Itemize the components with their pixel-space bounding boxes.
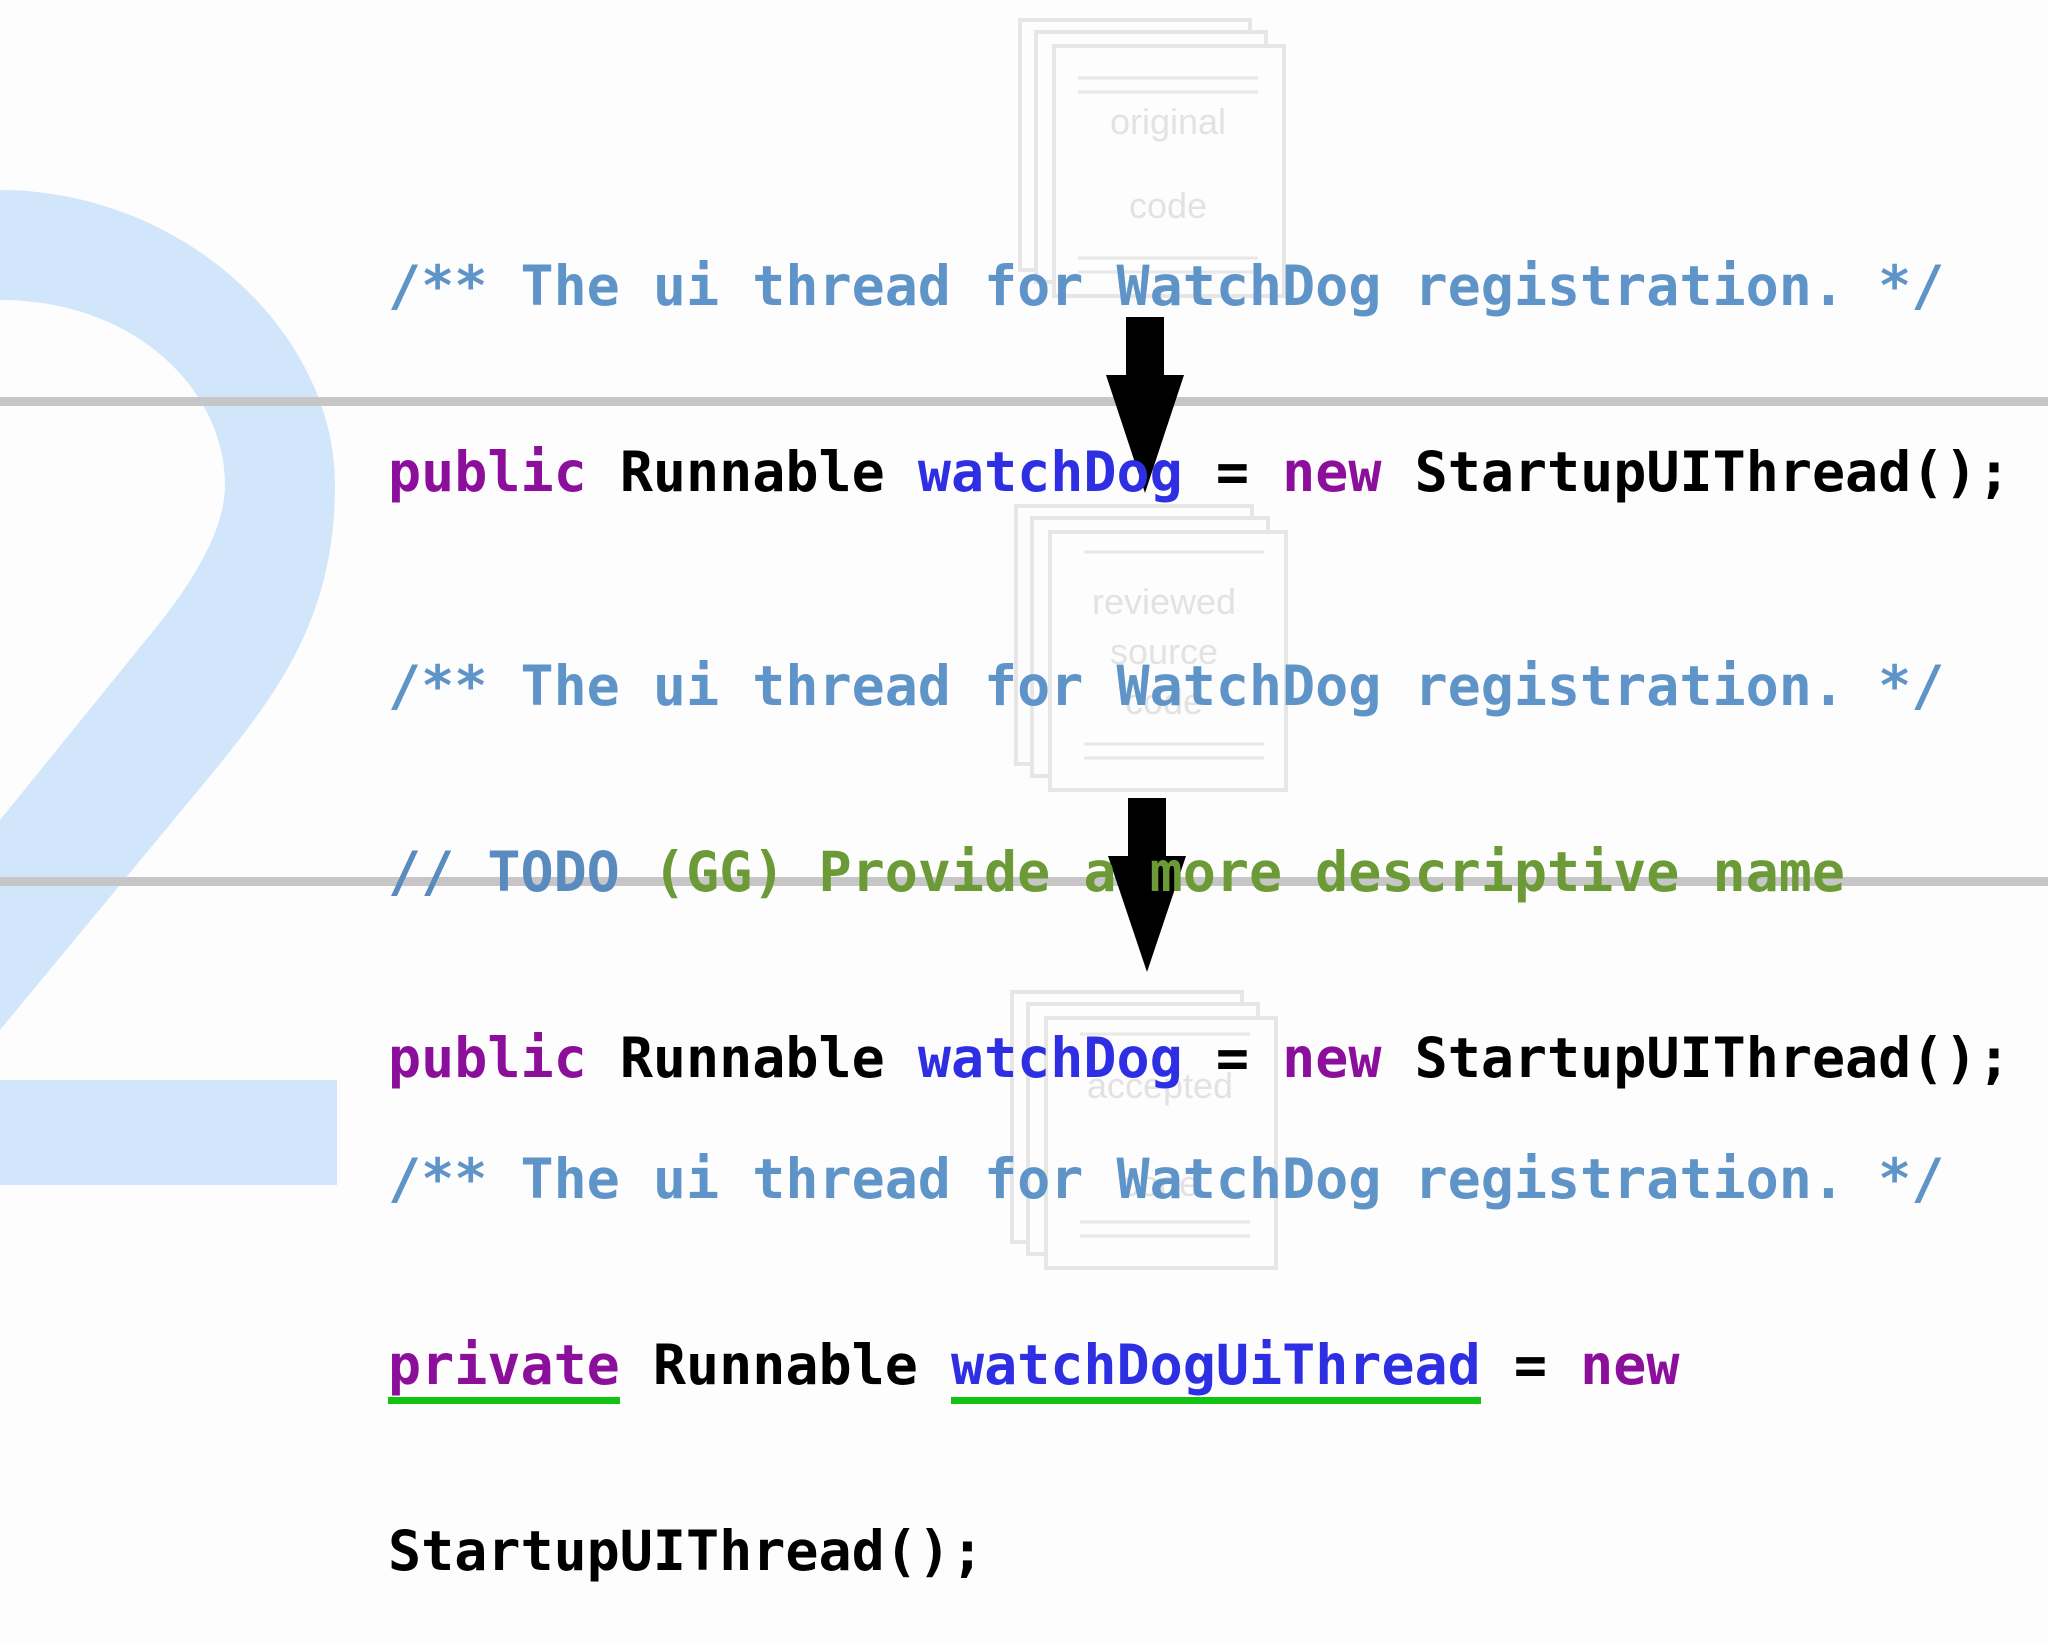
doc-stack-label-line: original (1110, 101, 1226, 142)
down-arrow-icon (1106, 317, 1184, 497)
new-keyword: new (1282, 440, 1382, 504)
field-name-highlighted: watchDogUiThread (950, 1333, 1481, 1404)
doc-comment: /** The ui thread for WatchDog registrat… (388, 254, 1945, 318)
code-line: /** The ui thread for WatchDog registrat… (388, 255, 2011, 317)
code-block-reviewed: /** The ui thread for WatchDog registrat… (388, 531, 2011, 1151)
section-divider (0, 877, 2048, 886)
code-line: StartupUIThread(); (388, 1520, 1944, 1582)
constructor-call: StartupUIThread(); (388, 1519, 985, 1583)
field-name: watchDog (917, 440, 1183, 504)
doc-stack-label-line: source (1110, 631, 1218, 672)
doc-stack-reviewed: reviewed source code (1014, 504, 1290, 794)
access-modifier-highlighted: private (388, 1333, 620, 1404)
constructor-call: StartupUIThread(); (1414, 440, 2011, 504)
doc-stack-label-line: code (1129, 185, 1207, 226)
constructor-call: StartupUIThread(); (1414, 1026, 2011, 1090)
code-line: // TODO (GG) Provide a more descriptive … (388, 841, 2011, 903)
type-name: Runnable (619, 440, 885, 504)
access-modifier: public (388, 1026, 587, 1090)
doc-stack-label-line: code (1121, 1163, 1199, 1204)
doc-stack-accepted: accepted code (1010, 990, 1286, 1270)
doc-stack-original: original code (1018, 18, 1286, 298)
down-arrow-icon (1108, 798, 1186, 976)
code-line: /** The ui thread for WatchDog registrat… (388, 1148, 1944, 1210)
code-line: /** The ui thread for WatchDog registrat… (388, 655, 2011, 717)
doc-stack-label-line: accepted (1087, 1065, 1233, 1106)
code-block-original: /** The ui thread for WatchDog registrat… (388, 131, 2011, 565)
field-name: watchDog (917, 1026, 1183, 1090)
assign-operator: = (1215, 1026, 1249, 1090)
todo-marker: // TODO (388, 840, 620, 904)
doc-comment: /** The ui thread for WatchDog registrat… (388, 1147, 1945, 1211)
code-line: public Runnable watchDog = new StartupUI… (388, 1027, 2011, 1089)
new-keyword: new (1282, 1026, 1382, 1090)
access-modifier: public (388, 440, 587, 504)
new-keyword: new (1580, 1333, 1680, 1397)
doc-comment: /** The ui thread for WatchDog registrat… (388, 654, 1945, 718)
doc-stack-label-line: code (1125, 681, 1203, 722)
type-name: Runnable (619, 1026, 885, 1090)
big-digit-two-watermark (0, 190, 337, 1185)
code-block-accepted: /** The ui thread for WatchDog registrat… (388, 1024, 1944, 1644)
type-name: Runnable (652, 1333, 918, 1397)
doc-stack-label-line: reviewed (1092, 581, 1236, 622)
assign-operator: = (1215, 440, 1249, 504)
review-comment: (GG) Provide a more descriptive name (652, 840, 1845, 904)
code-line: public Runnable watchDog = new StartupUI… (388, 441, 2011, 503)
assign-operator: = (1513, 1333, 1548, 1397)
code-line: private Runnable watchDogUiThread = new (388, 1333, 1944, 1404)
section-divider (0, 397, 2048, 406)
